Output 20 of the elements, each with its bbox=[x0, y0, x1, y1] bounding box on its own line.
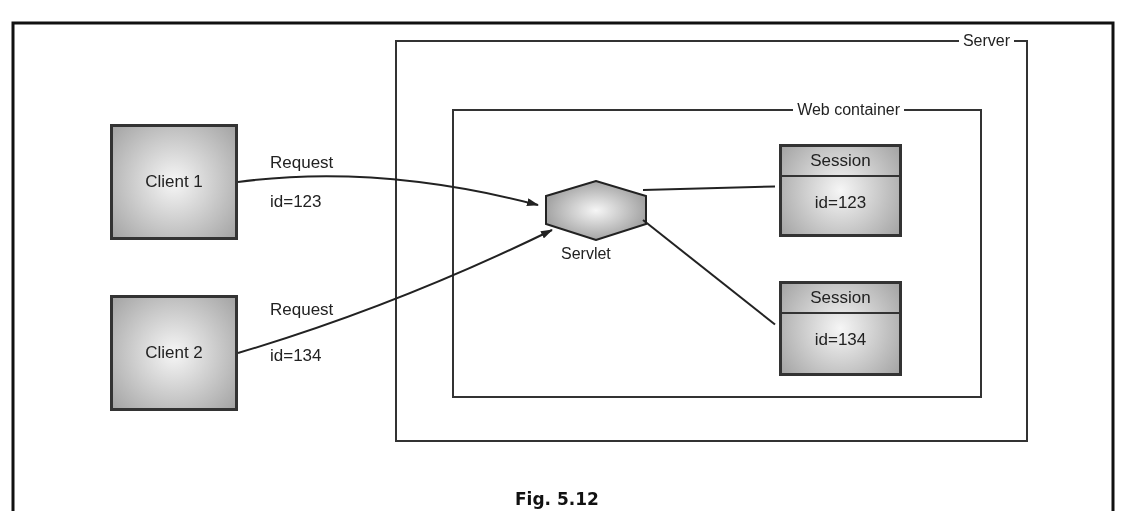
box-heading: Session bbox=[810, 150, 871, 173]
edge-label: Request bbox=[270, 152, 334, 174]
id-label: id=123 bbox=[270, 191, 322, 213]
client-box bbox=[110, 295, 238, 411]
session-box bbox=[779, 144, 902, 237]
figure-caption: Fig. 5.12 bbox=[515, 488, 599, 510]
node-label: Servlet bbox=[561, 244, 611, 264]
node-label: Client 1 bbox=[145, 171, 203, 194]
session-box bbox=[779, 281, 902, 376]
session-id: id=123 bbox=[814, 192, 867, 214]
id-label: id=134 bbox=[270, 345, 322, 367]
edge-label: Request bbox=[270, 299, 334, 321]
client-box bbox=[110, 124, 238, 240]
arrow bbox=[237, 175, 539, 207]
node-label: Client 2 bbox=[145, 342, 203, 365]
arrow bbox=[237, 229, 553, 354]
box-heading: Session bbox=[810, 287, 871, 310]
connector-line bbox=[642, 219, 776, 326]
session-id: id=134 bbox=[814, 329, 867, 351]
connector-line bbox=[642, 185, 776, 191]
